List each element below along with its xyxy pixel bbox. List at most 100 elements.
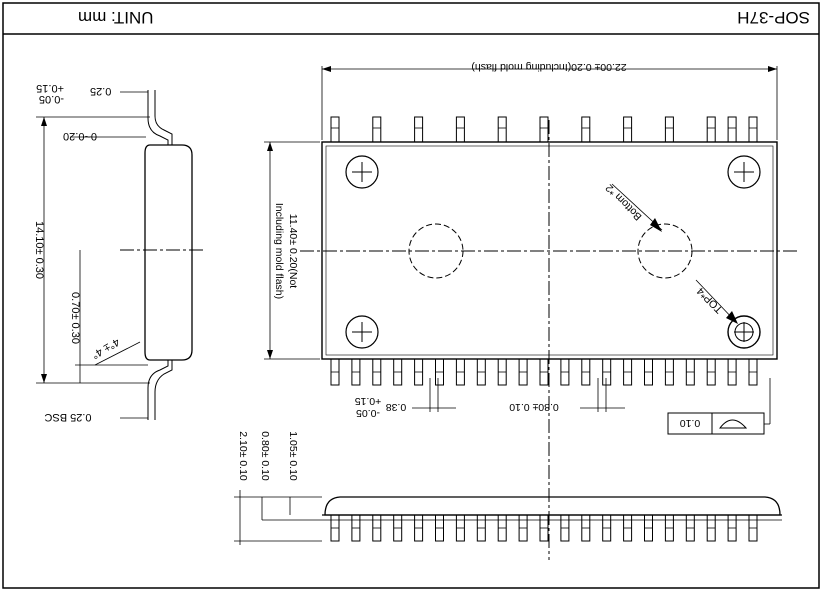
body-length-text: 22.00± 0.20(Including mold flash) xyxy=(471,61,626,73)
side-body xyxy=(144,144,193,361)
front-pin xyxy=(644,514,653,542)
hole-top-left xyxy=(345,155,379,189)
side-lead-top-inner xyxy=(154,90,173,145)
bottom-pin xyxy=(351,358,361,386)
arrow xyxy=(267,350,273,359)
hole-bottom-left xyxy=(345,315,379,349)
side-lead-bottom xyxy=(147,360,169,420)
lead-bsc-text: 0.25 BSC xyxy=(44,411,91,423)
front-height-text: 2.10± 0.10 xyxy=(237,431,249,481)
flatness-frame xyxy=(667,412,765,435)
bottom-pin xyxy=(518,358,528,386)
front-pin xyxy=(685,514,695,542)
bottom-pin xyxy=(393,358,403,386)
bottom-pin xyxy=(748,358,758,386)
exposed-pad-right xyxy=(637,223,693,279)
bottom-pin xyxy=(414,358,424,386)
front-pin xyxy=(476,514,486,542)
top-pin xyxy=(748,116,758,143)
front-pin xyxy=(351,514,361,542)
lead-length-text: 0.70± 0.30 xyxy=(69,292,81,344)
top-pin xyxy=(581,116,591,143)
lead-thickness-tol-plus: +0.15 xyxy=(36,82,64,94)
top-pin xyxy=(727,116,737,143)
bottom-pin xyxy=(602,358,612,386)
hole-bottom-right xyxy=(727,315,761,349)
front-pin xyxy=(455,514,465,542)
front-pin xyxy=(393,514,403,542)
bottom-pin xyxy=(581,358,591,386)
pin-width-text: 0.38 xyxy=(386,401,407,413)
lead-angle-text: 4°± 4° xyxy=(89,335,121,360)
top-view xyxy=(264,66,800,560)
lead-thickness-tol-minus: -0.05 xyxy=(39,93,64,105)
front-pin xyxy=(664,514,674,542)
bottom-pin xyxy=(727,358,737,386)
standoff-dim: 0~0.20 xyxy=(63,130,97,142)
bottom-pin xyxy=(330,358,340,386)
flatness-value: 0.10 xyxy=(680,417,701,429)
exposed-pad-left xyxy=(408,223,464,279)
pitch-text: 0.80± 0.10 xyxy=(509,401,559,413)
top-pin xyxy=(372,116,382,143)
bottom-pin xyxy=(560,358,570,386)
front-pin xyxy=(435,514,444,542)
arrow xyxy=(768,66,777,72)
front-pin xyxy=(414,514,424,542)
front-body-thickness-text: 0.80± 0.10 xyxy=(259,431,271,481)
arrow xyxy=(726,311,738,324)
hole-top-right xyxy=(727,155,761,189)
top-pin xyxy=(414,116,424,143)
side-view xyxy=(36,90,205,420)
body-width-text-2: Including mold flash) xyxy=(273,203,285,299)
bottom-pin xyxy=(664,358,674,386)
front-pin xyxy=(727,514,737,542)
overall-width-text: 14.10± 0.30 xyxy=(33,221,45,279)
front-pin xyxy=(518,514,528,542)
bottom-pin xyxy=(476,358,486,386)
front-pin xyxy=(330,514,340,542)
top-pin xyxy=(623,116,633,143)
front-pin xyxy=(581,514,591,542)
top-pin xyxy=(330,116,340,143)
bottom-pin xyxy=(644,358,653,386)
top-pin xyxy=(664,116,674,143)
side-lead-bottom-inner xyxy=(154,360,173,420)
front-view xyxy=(234,490,782,545)
arrow xyxy=(650,218,662,232)
front-pin xyxy=(706,514,716,542)
arrow xyxy=(322,66,331,72)
bottom-pin xyxy=(372,358,382,386)
bottom-pin xyxy=(435,358,444,386)
pin-width-tol-minus: -0.05 xyxy=(356,407,380,419)
top-pins xyxy=(330,116,758,143)
unit-label: UNIT: mm xyxy=(78,8,154,27)
lead-thickness: 0.25 xyxy=(90,85,111,97)
bottom-pin xyxy=(706,358,716,386)
package-name: SOP-37H xyxy=(737,8,810,27)
arrow xyxy=(41,117,47,126)
side-lead-top xyxy=(147,90,169,145)
top-pin xyxy=(706,116,716,143)
front-pin xyxy=(560,514,570,542)
front-pin xyxy=(497,514,507,542)
bottom-label: Bottom *2 xyxy=(603,181,644,222)
front-pins xyxy=(330,514,758,542)
front-pin xyxy=(748,514,758,542)
front-pin xyxy=(623,514,633,542)
flatness-symbol xyxy=(718,419,748,429)
top-pin xyxy=(497,116,507,143)
front-standoff-text: 1.05± 0.10 xyxy=(287,431,299,481)
pin-width-tol-plus: +0.15 xyxy=(355,395,382,407)
arrow xyxy=(267,142,273,151)
bottom-pin xyxy=(539,358,549,386)
bottom-pins xyxy=(330,358,758,386)
front-pin xyxy=(539,514,549,542)
bottom-pin xyxy=(623,358,633,386)
body-width-text-1: 11.40± 0.20(Not xyxy=(287,214,299,289)
top-label: TOP*4 xyxy=(694,285,725,316)
front-pin xyxy=(602,514,612,542)
